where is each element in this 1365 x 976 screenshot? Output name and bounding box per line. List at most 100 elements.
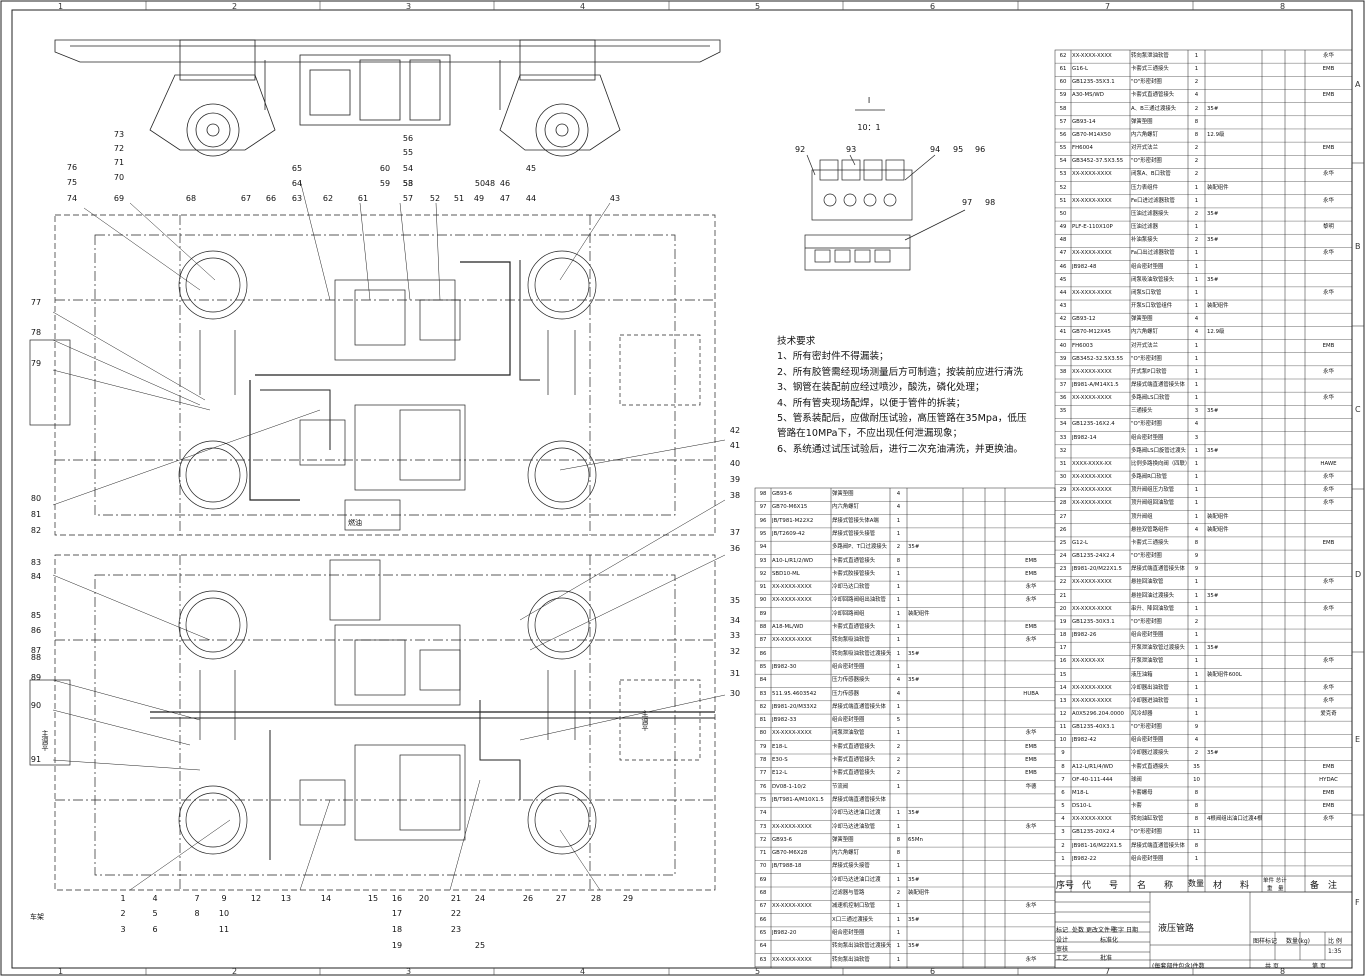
part-balloon: 82	[30, 526, 42, 535]
bom-cell-name: 组合密封垫圈	[1131, 737, 1164, 744]
bom-cell-qty: 1	[896, 810, 901, 817]
bom-cell-qty: 2	[1194, 210, 1199, 217]
bom-cell-name: 减速机控制口软管	[832, 903, 876, 910]
tb-total-pages: 共 页	[1265, 963, 1279, 970]
bom-cell-qty: 4	[896, 491, 901, 497]
bom-cell-no: 24	[1059, 553, 1067, 560]
bom-cell-code: A0X5296.204.0000	[1072, 711, 1124, 717]
frame-label: 车架	[30, 913, 44, 921]
part-balloon: 4	[152, 894, 158, 903]
notes-heading: 技术要求	[777, 336, 816, 347]
bom-cell-name: 卡套式直通管接头	[832, 757, 876, 763]
part-balloon: 54	[402, 164, 414, 173]
bom-cell-name: "O"形密封圈	[1131, 421, 1162, 428]
bom-cell-no: 74	[759, 810, 767, 817]
bom-cell-name: 节流阀	[832, 783, 849, 790]
bom-cell-code: G16-L	[1072, 66, 1088, 73]
bom-cell-no: 18	[1059, 632, 1067, 639]
bom-cell-qty: 1	[1194, 263, 1199, 270]
bom-cell-mat: 装配组件	[908, 610, 930, 617]
bom-cell-no: 14	[1059, 684, 1067, 691]
part-balloon: 89	[30, 673, 42, 682]
bom-cell-name: 卡套螺母	[1131, 789, 1153, 796]
bom-cell-code: GB1235-24X2.4	[1072, 553, 1115, 560]
bom-cell-name: 顶升阀组回油软管	[1131, 500, 1175, 507]
bom-cell-name: 冷却器进油软管	[1131, 697, 1169, 704]
bom-cell-name: 卡套	[1131, 803, 1142, 810]
main-leveling-label-right: 主调平	[641, 710, 649, 731]
bom-cell-name: 组合密封垫圈	[832, 717, 865, 724]
bom-cell-name: 冷却马达口软管	[832, 584, 870, 591]
bom-cell-no: 47	[1059, 250, 1067, 257]
bom-cell-no: 77	[759, 770, 767, 777]
bom-cell-no: 59	[1059, 92, 1067, 99]
bom-cell-remark: 永华	[1323, 605, 1334, 612]
bom-cell-no: 12	[1059, 711, 1067, 717]
bom-cell-qty: 4	[1194, 737, 1199, 744]
bom-cell-qty: 2	[896, 757, 901, 763]
bom-cell-no: 3	[1061, 829, 1065, 836]
bom-cell-code: E18-L	[772, 743, 788, 750]
part-balloon: 53	[402, 179, 414, 188]
zone-marker-column: 3	[406, 967, 412, 976]
part-balloon: 52	[429, 194, 441, 203]
part-balloon: 21	[450, 894, 462, 903]
bom-cell-qty: 9	[1194, 566, 1199, 573]
bom-cell-no: 13	[1059, 697, 1067, 704]
bom-cell-code: JB982-30	[772, 663, 797, 670]
bom-cell-qty: 9	[1194, 553, 1199, 560]
top-frame-view	[54, 39, 721, 157]
part-balloon: 80	[30, 494, 42, 503]
bom-cell-name: 冷却马达进油口过渡	[832, 810, 881, 817]
tb-standardization: 标准化	[1100, 937, 1119, 944]
bom-cell-qty: 8	[896, 836, 901, 843]
bom-cell-code: XX-XXXX-XXXX	[1072, 474, 1112, 481]
bom-cell-code: XX-XXXX-XXXX	[1072, 579, 1112, 586]
bom-cell-remark: 永华	[1323, 368, 1334, 375]
bom-cell-qty: 1	[1194, 711, 1199, 717]
bom-cell-name: 顶升阀组压力软管	[1131, 487, 1175, 494]
bom-cell-qty: 1	[1194, 605, 1199, 612]
bom-cell-remark: 黎明	[1323, 224, 1334, 231]
bom-cell-no: 65	[759, 929, 767, 936]
bom-cell-remark: 永华	[1323, 684, 1334, 691]
bom-cell-mat: 35#	[908, 544, 920, 551]
bom-cell-name: 风冷却器	[1131, 711, 1153, 717]
bom-cell-name: 内六角螺钉	[1131, 329, 1158, 336]
bom-cell-name: 液压油箱	[1131, 671, 1153, 678]
bom-cell-no: 22	[1059, 579, 1067, 586]
bom-cell-no: 17	[1059, 645, 1067, 652]
bom-cell-code: JB981-A/M14X1.5	[1072, 382, 1119, 388]
bom-cell-code: A18-ML/WD	[772, 624, 804, 630]
bom-cell-no: 97	[759, 504, 767, 511]
bom-cell-no: 27	[1059, 513, 1067, 520]
header-weight: 单件 总计	[1263, 878, 1287, 884]
part-balloon: 50	[474, 179, 486, 188]
bom-cell-code: GB93-6	[772, 491, 793, 497]
bom-cell-mat: 12.9级	[1207, 131, 1225, 138]
bom-cell-name: 压力传感器	[832, 690, 859, 697]
part-balloon: 26	[522, 894, 534, 903]
bom-cell-code: SBD10-ML	[772, 570, 800, 577]
part-balloon: 14	[320, 894, 332, 903]
bom-cell-remark: EMB	[1025, 570, 1037, 577]
tb-note: (每套部件包含)件数	[1152, 963, 1205, 970]
bom-cell-name: 转向泵出油软管	[832, 956, 870, 963]
bom-cell-remark: 永华	[1323, 487, 1334, 494]
bom-cell-code: A30-MS/WD	[1072, 92, 1104, 99]
part-balloon: 35	[729, 596, 741, 605]
